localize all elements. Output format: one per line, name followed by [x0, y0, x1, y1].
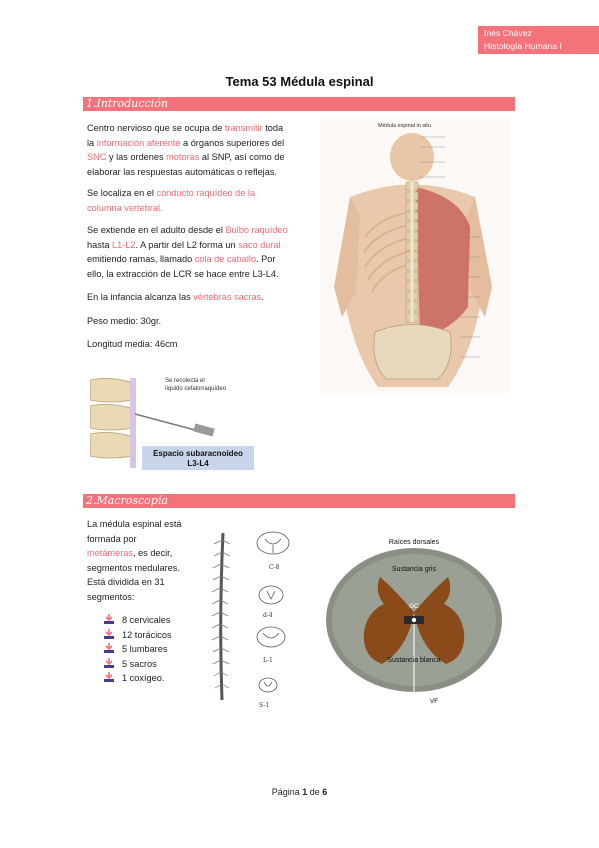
figure-title: Médula espinal in situ — [378, 123, 431, 129]
text: Centro nervioso que se ocupa de — [87, 123, 225, 133]
highlight-text: motoras — [166, 152, 200, 163]
header-course: Histología Humana I — [484, 41, 562, 51]
highlight-text: saco dural — [238, 239, 281, 250]
segment-label-lumbar: L-1 — [263, 657, 273, 664]
cross-label-vf: VF — [430, 698, 438, 705]
spinal-cord-in-situ-figure: Médula espinal in situ — [320, 117, 510, 393]
text: Se extiende en el adulto desde el — [87, 225, 226, 235]
puncture-caption-1: Se recolecta el — [165, 378, 205, 384]
text: y las ordenes — [106, 152, 167, 163]
footer-text: Página — [271, 787, 303, 797]
intro-length: Longitud media: 46cm — [87, 339, 178, 349]
macro-paragraph: La médula espinal está formada por metám… — [87, 517, 207, 605]
intro-paragraph-3: Se extiende en el adulto desde el Bulbo … — [87, 223, 322, 281]
segment-label-sacral: S-1 — [259, 702, 269, 709]
segment-label-dorsal: d-4 — [263, 612, 273, 619]
intro-paragraph-1: Centro nervioso que se ocupa de transmit… — [87, 121, 317, 179]
text: Está dividida en 31 — [87, 577, 165, 588]
text: segmentos medulares. — [87, 562, 180, 573]
arrow-bullet-icon — [104, 614, 114, 624]
list-item-label: 12 torácicos — [122, 629, 172, 640]
text: hasta — [87, 239, 113, 250]
list-item-label: 5 sacros — [122, 658, 157, 669]
header-box: Inés Chávez Histología Humana I — [478, 26, 599, 54]
text: La médula espinal está — [87, 519, 182, 529]
footer-text: de — [307, 787, 323, 797]
highlight-text: SNC — [87, 152, 107, 163]
highlight-text: L1-L2 — [112, 239, 136, 250]
segment-label-cervical: C-8 — [269, 564, 280, 571]
spinal-segments-figure: C-8 d-4 L-1 S-1 — [211, 531, 290, 709]
section-heading-macroscopia: 2.Macroscopía — [83, 494, 515, 508]
text: . — [261, 292, 264, 302]
list-item: 5 sacros — [104, 657, 172, 672]
list-item-label: 5 lumbares — [122, 644, 168, 655]
list-item: 8 cervicales — [104, 613, 172, 628]
current-page-number: 1 — [302, 787, 308, 797]
highlight-text: vértebras sacras — [193, 292, 262, 302]
text: segmentos: — [87, 591, 135, 602]
text: elaborar las respuestas automáticas o re… — [87, 166, 277, 177]
section-heading-introduccion: 1.Introducción — [83, 97, 515, 111]
cross-label-white-matter: Sustancia blanca — [387, 657, 440, 664]
text: ello, la extracción de LCR se hace entre… — [87, 268, 279, 279]
list-item: 5 lumbares — [104, 642, 172, 657]
text: al SNP, así como de — [199, 152, 285, 163]
page-title: Tema 53 Médula espinal — [225, 74, 374, 89]
text: toda — [262, 123, 284, 133]
intro-paragraph-2: Se localiza en el conducto raquídeo de l… — [87, 186, 317, 215]
text: En la infancia alcanza las — [87, 292, 194, 302]
cross-label-gc: GC — [409, 603, 419, 610]
list-item: 12 torácicos — [104, 628, 172, 643]
text: formada por — [87, 533, 137, 544]
text: emitiendo ramas, llamado — [87, 254, 195, 265]
intro-weight: Peso medio: 30gr. — [87, 316, 162, 326]
puncture-label-2: L3-L4 — [187, 459, 209, 468]
puncture-label-1: Espacio subaracnoideo — [153, 449, 243, 458]
text: la — [87, 137, 97, 148]
intro-paragraph-4: En la infancia alcanza las vértebras sac… — [87, 290, 322, 305]
list-item-label: 8 cervicales — [122, 615, 171, 625]
text: . A partir del L2 forma un — [135, 239, 239, 250]
arrow-bullet-icon — [104, 657, 114, 668]
highlight-text: conducto raquídeo de la — [156, 188, 256, 198]
puncture-caption-2: líquido cefalorraquídeo — [165, 386, 227, 392]
header-author: Inés Chávez — [484, 28, 532, 38]
arrow-bullet-icon — [104, 643, 114, 654]
page-footer: Página 1 de 6 — [0, 787, 599, 797]
highlight-text: metámeras — [87, 548, 133, 559]
arrow-bullet-icon — [104, 672, 114, 683]
list-item-label: 1 coxígeo. — [122, 673, 165, 684]
highlight-text: Bulbo raquídeo — [225, 225, 288, 235]
highlight-text: información aferente — [96, 137, 181, 148]
total-pages-number: 6 — [322, 787, 328, 797]
lumbar-puncture-figure: Se recolecta el líquido cefalorraquídeo … — [90, 370, 270, 473]
segments-list: 8 cervicales 12 torácicos 5 lumbares 5 s… — [104, 613, 172, 686]
arrow-bullet-icon — [104, 628, 114, 639]
highlight-text: transmitir — [224, 123, 263, 133]
cross-label-dorsal-roots: Raíces dorsales — [389, 539, 440, 546]
cross-label-grey-matter: Sustancia gris — [392, 566, 436, 573]
highlight-text: cola de caballo — [194, 254, 257, 265]
spinal-cross-section-figure: Raíces dorsales Sustancia gris GC Sustan… — [322, 532, 507, 707]
text: Se localiza en el — [87, 188, 157, 198]
text: a órganos superiores del — [180, 137, 285, 148]
list-item: 1 coxígeo. — [104, 671, 172, 686]
highlight-text: columna vertebral. — [87, 202, 163, 213]
text: , es decir, — [132, 548, 173, 559]
text: . Por — [256, 254, 276, 265]
